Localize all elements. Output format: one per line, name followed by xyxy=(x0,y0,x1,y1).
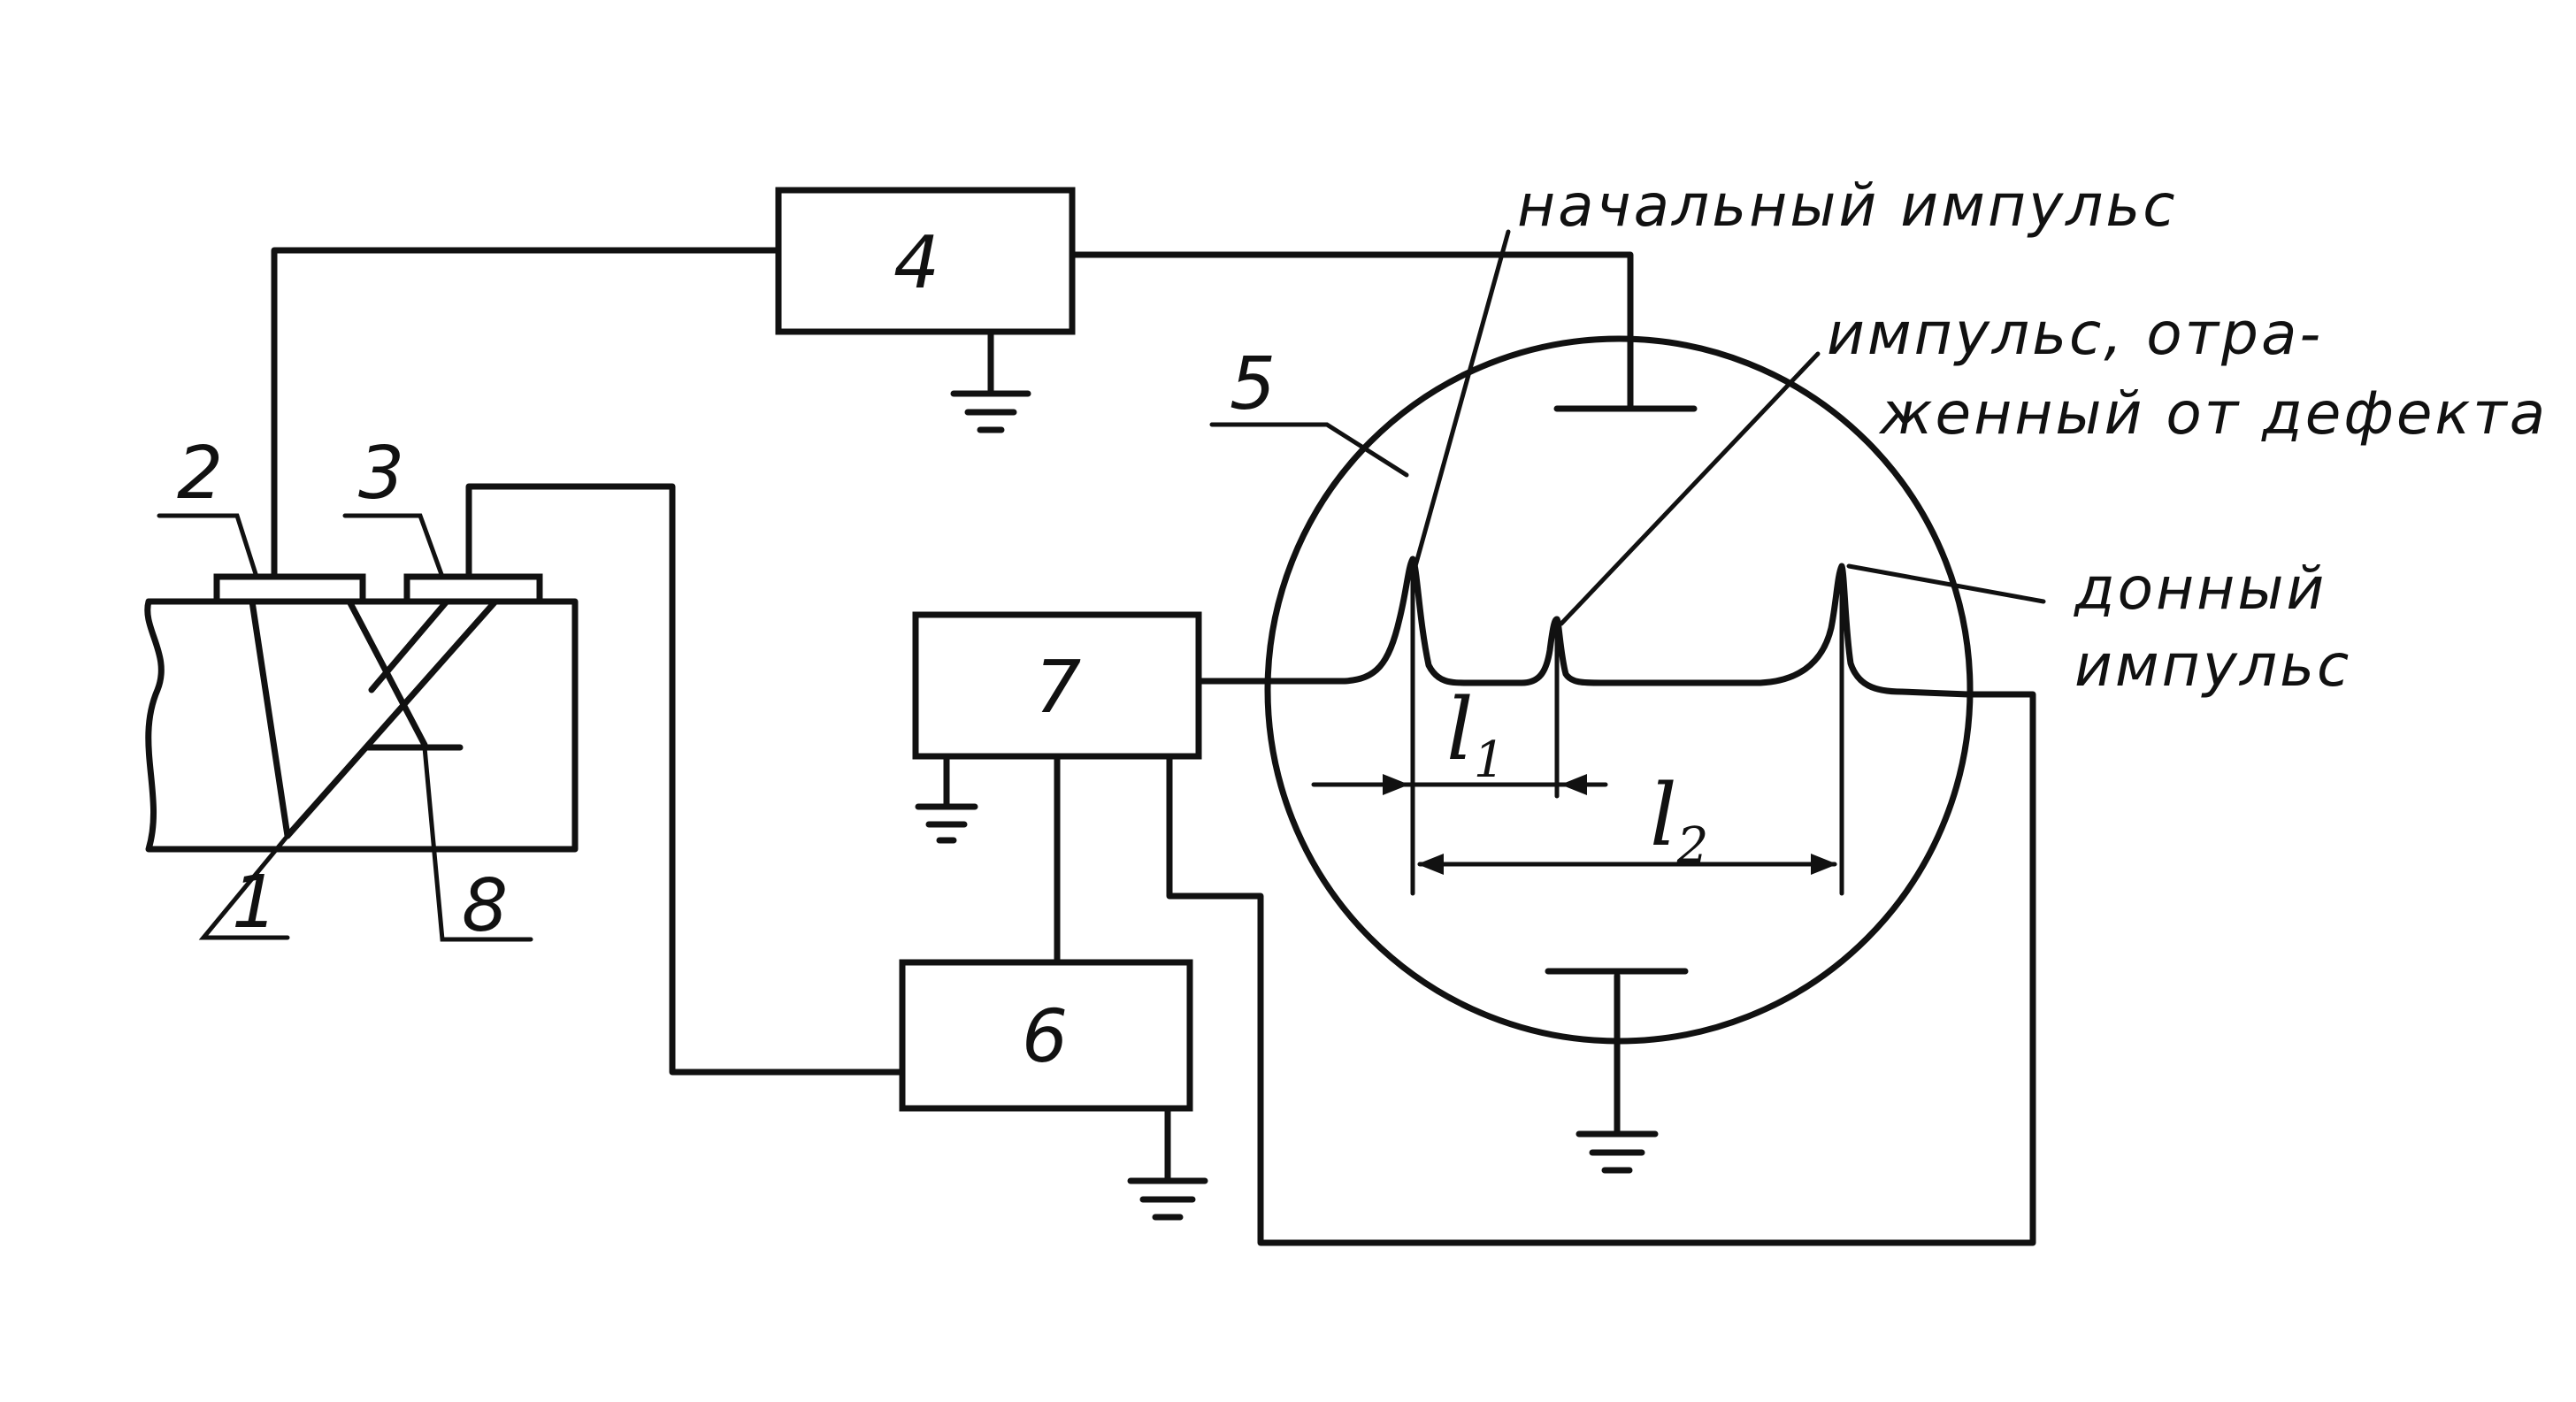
block-5-label: 5 xyxy=(1230,342,1276,426)
transducer-3-receiver xyxy=(403,573,543,605)
ground-symbols xyxy=(915,328,1659,1221)
ground-4-icon xyxy=(950,328,1031,433)
block-4-generator xyxy=(775,187,1076,335)
wiring xyxy=(271,247,2036,1246)
bottom-pulse-label-line1: донный xyxy=(2074,555,2327,623)
dimensions xyxy=(1311,556,1844,896)
initial-pulse-leader xyxy=(1413,229,1511,569)
ground-6-icon xyxy=(1127,1105,1208,1221)
block-4-label: 4 xyxy=(893,221,939,305)
annotation-leaders xyxy=(1413,229,2046,626)
defect-pulse-leader xyxy=(1559,351,1821,626)
crt-trace xyxy=(1270,555,1972,698)
wire-receiver-to-6 xyxy=(465,483,906,1076)
wire-4-to-crt-plate xyxy=(1069,251,1634,412)
callout-8: 8 xyxy=(462,864,508,948)
callout-1: 1 xyxy=(232,861,278,945)
block-7-sweep xyxy=(912,611,1202,760)
block-6-amplifier xyxy=(899,959,1193,1112)
test-specimen xyxy=(144,598,579,853)
callout-2: 2 xyxy=(177,432,223,516)
wire-7-to-loop xyxy=(1166,691,2036,1246)
bottom-pulse-leader xyxy=(1846,563,2046,604)
initial-pulse-label: начальный импульс xyxy=(1517,172,2178,240)
wire-emitter-to-4 xyxy=(271,247,782,580)
ground-7-icon xyxy=(915,753,978,844)
bottom-pulse-label-line2: импульс xyxy=(2074,632,2351,700)
crt-5-leader xyxy=(1209,422,1409,478)
ground-crt-icon xyxy=(1576,972,1659,1174)
dimension-l2: l2 xyxy=(1650,766,1708,875)
callout-3: 3 xyxy=(358,432,404,516)
dimension-l1: l1 xyxy=(1446,680,1505,789)
block-6-label: 6 xyxy=(1022,995,1068,1079)
callout-leaders xyxy=(157,513,533,942)
transducer-2-emitter xyxy=(213,573,366,605)
crt-screen xyxy=(1209,335,1974,1045)
block-7-label: 7 xyxy=(1035,646,1081,730)
defect-pulse-label-line2: женный от дефекта xyxy=(1878,379,2548,448)
beam-path-parallel xyxy=(368,598,450,693)
beam-path-emitter xyxy=(249,598,499,839)
defect-pulse-label-line1: импульс, отра- xyxy=(1827,300,2323,368)
